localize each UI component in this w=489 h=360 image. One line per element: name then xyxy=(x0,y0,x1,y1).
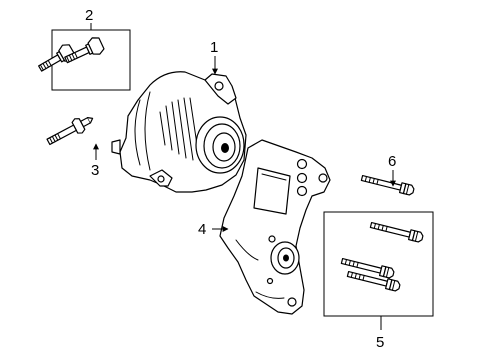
callout-3: 3 xyxy=(91,162,99,179)
callout-6: 6 xyxy=(388,153,396,170)
alternator-icon xyxy=(111,71,247,193)
callout-4: 4 xyxy=(198,221,206,238)
bolt-pair-icon xyxy=(38,37,105,72)
part-4-group: 4 xyxy=(198,139,331,315)
bolt-icon xyxy=(360,172,416,197)
part-6-group: 6 xyxy=(360,153,416,197)
callout-1: 1 xyxy=(210,39,218,56)
stud-bolt-icon xyxy=(46,116,94,146)
part-5-group: 5 xyxy=(323,211,434,351)
part-3-group: 3 xyxy=(46,116,99,179)
part-1-group: 1 xyxy=(111,39,247,193)
mounting-bracket-icon xyxy=(219,139,331,315)
part-5-box xyxy=(323,211,434,317)
bolt-set-icon xyxy=(340,219,425,293)
part-2-group: 2 xyxy=(38,7,131,91)
callout-5: 5 xyxy=(376,334,384,351)
callout-2: 2 xyxy=(85,7,93,24)
